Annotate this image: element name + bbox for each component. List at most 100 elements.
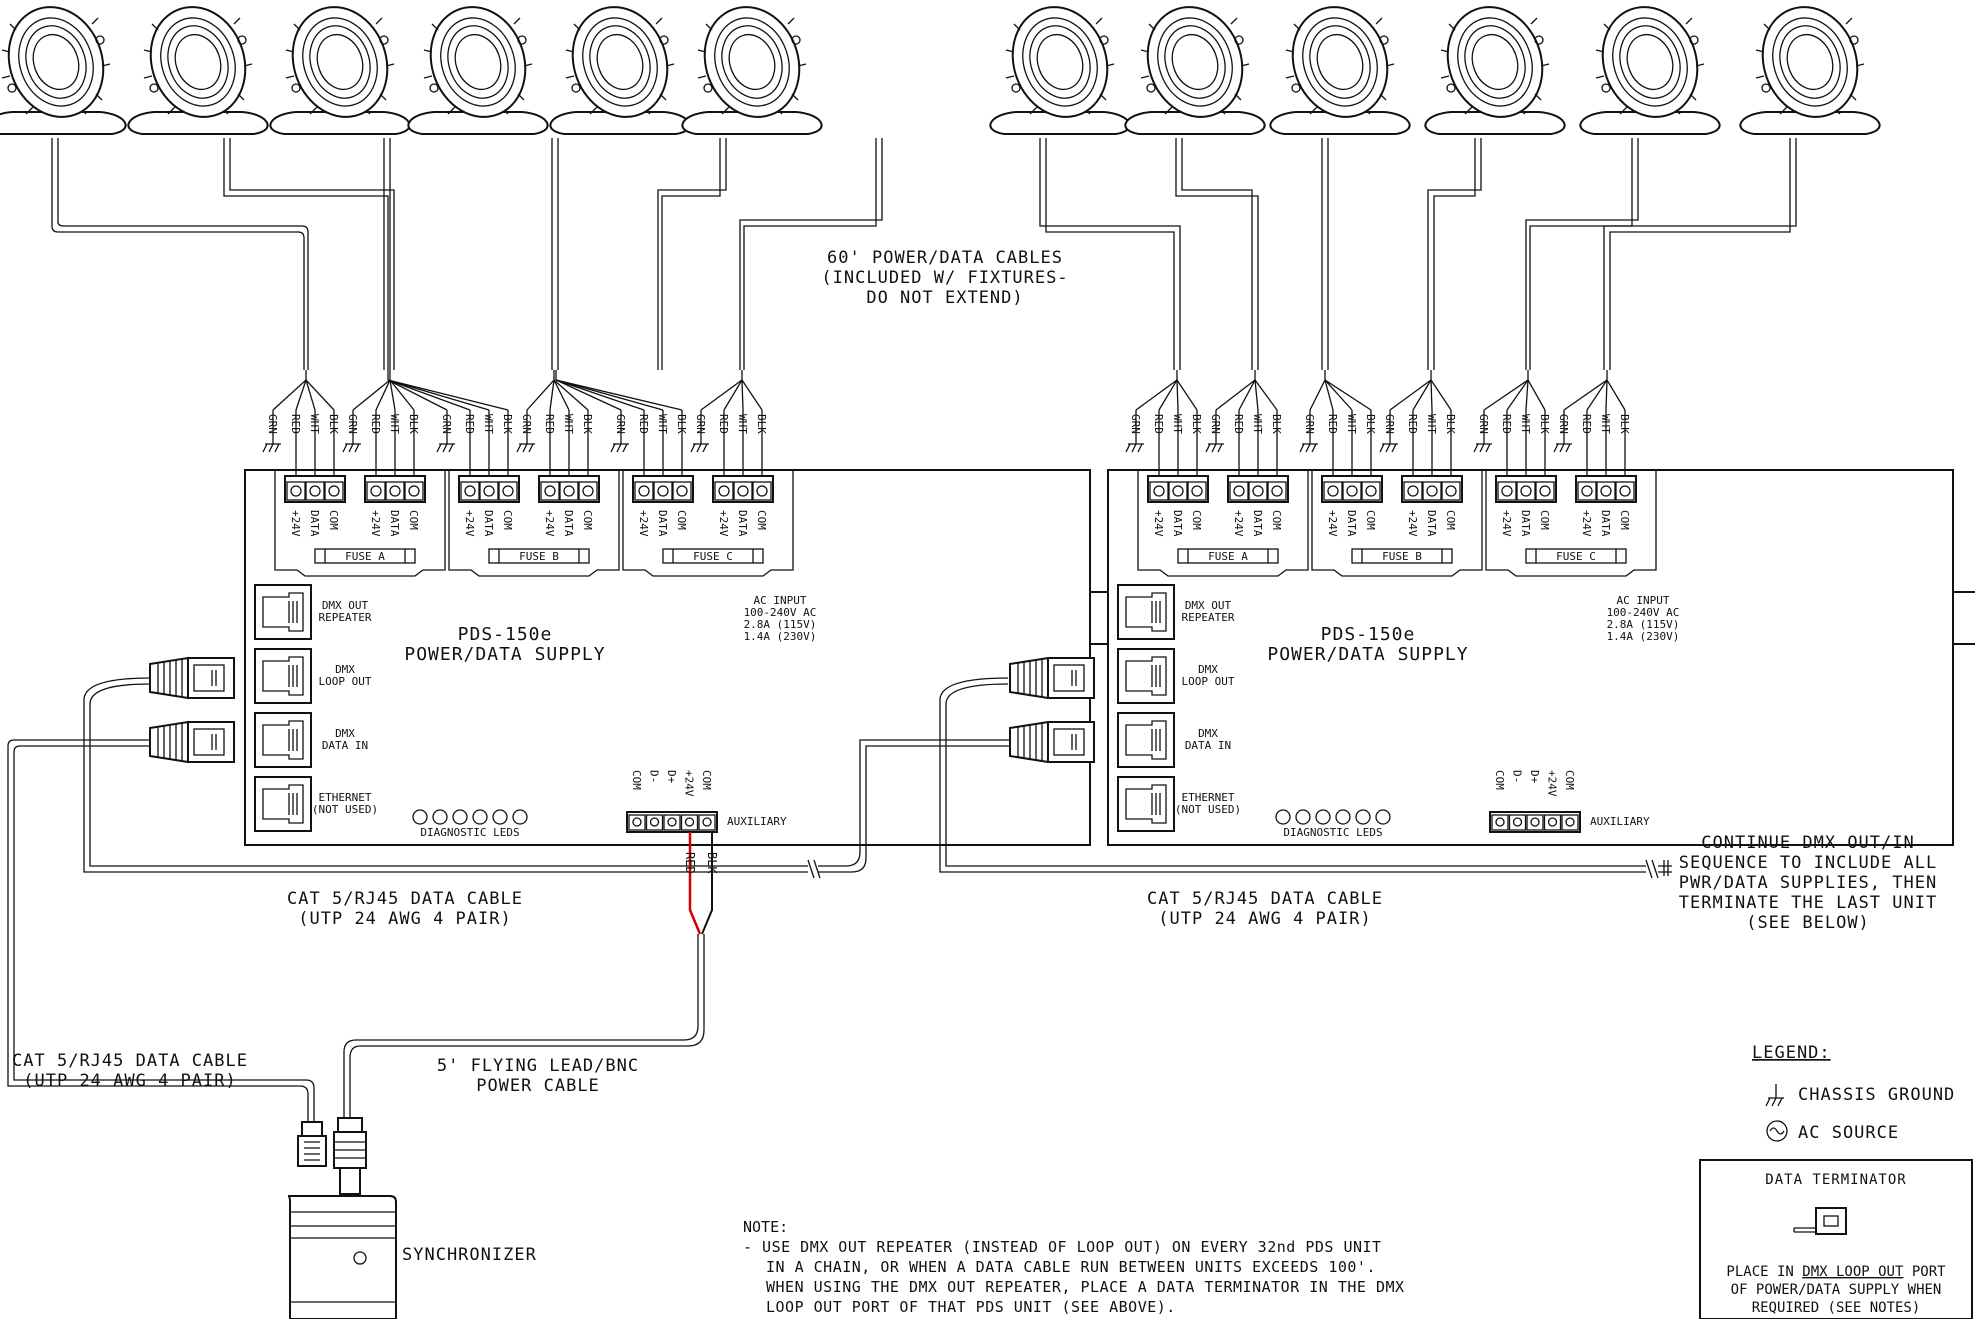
fuse-section	[274, 470, 446, 577]
wire	[305, 379, 316, 411]
svg-text:(UTP 24 AWG 4 PAIR): (UTP 24 AWG 4 PAIR)	[23, 1071, 236, 1091]
wire	[389, 379, 396, 411]
supply-model: PDS-150e	[458, 624, 553, 645]
svg-text:LEGEND:: LEGEND:	[1752, 1043, 1831, 1063]
wire-label: GRN	[520, 414, 533, 434]
wire-label: RED	[463, 414, 476, 434]
diagnostic-leds-label: DIAGNOSTIC LEDS	[1283, 826, 1382, 839]
terminal-label: COM	[501, 510, 514, 530]
svg-text:OF POWER/DATA SUPPLY WHEN: OF POWER/DATA SUPPLY WHEN	[1731, 1282, 1942, 1298]
ac-input-label: 2.8A (115V)	[744, 618, 817, 631]
svg-text:60' POWER/DATA CABLES: 60' POWER/DATA CABLES	[827, 248, 1063, 268]
terminal-label: COM	[1444, 510, 1457, 530]
terminal-label: DATA	[1345, 510, 1358, 537]
terminal-label: COM	[1538, 510, 1551, 530]
data-cable-label-1: CAT 5/RJ45 DATA CABLE (UTP 24 AWG 4 PAIR…	[287, 889, 522, 929]
continue-note: CONTINUE DMX OUT/IN SEQUENCE TO INCLUDE …	[1679, 833, 1936, 933]
terminal-label: +24V	[289, 510, 302, 537]
terminal-label: DATA	[1425, 510, 1438, 537]
wire-label: BLK	[407, 414, 420, 434]
aux-terminal-label: COM	[700, 770, 713, 790]
wire-label: BLK	[1618, 414, 1631, 434]
svg-text:POWER CABLE: POWER CABLE	[476, 1076, 600, 1096]
fixture-10	[1424, 0, 1566, 135]
fixture-6	[681, 0, 823, 135]
aux-terminal-label: COM	[630, 770, 643, 790]
terminal-label: COM	[755, 510, 768, 530]
ac-input-label: AC INPUT	[1617, 594, 1670, 607]
wire-label: GRN	[1129, 414, 1142, 434]
aux-terminal-label: D+	[1528, 770, 1541, 784]
wire	[387, 379, 471, 411]
diagnostic-led	[1315, 809, 1331, 825]
wire-label: WHT	[1599, 414, 1612, 434]
wire-label: WHT	[308, 414, 321, 434]
rj45-plug-loop-out-1	[149, 657, 235, 699]
aux-terminal-label: D-	[648, 770, 661, 783]
wire-label: BLK	[1364, 414, 1377, 434]
svg-text:IN A CHAIN, OR WHEN A DATA CAB: IN A CHAIN, OR WHEN A DATA CABLE RUN BET…	[766, 1258, 1376, 1276]
svg-text:DO NOT EXTEND): DO NOT EXTEND)	[866, 288, 1023, 308]
terminal-block	[632, 475, 694, 503]
wire	[741, 379, 763, 411]
terminal-block	[1495, 475, 1557, 503]
cable-note: 60' POWER/DATA CABLES (INCLUDED W/ FIXTU…	[821, 248, 1068, 308]
data-cable-label-2: CAT 5/RJ45 DATA CABLE (UTP 24 AWG 4 PAIR…	[1147, 889, 1382, 929]
wire-label: WHT	[1519, 414, 1532, 434]
dmx-loop-out-port-label: DMX	[1198, 663, 1218, 676]
wire	[700, 379, 743, 411]
rj45-plug-loop-out-2	[1009, 657, 1095, 699]
dmx-loop-out-port-label: DMX	[335, 663, 355, 676]
aux-terminal-label: COM	[1493, 770, 1506, 790]
wire-label: BLK	[755, 414, 768, 434]
wire-label: GRN	[614, 414, 627, 434]
wire	[555, 379, 645, 411]
wire	[1527, 379, 1546, 411]
terminal-block	[1321, 475, 1383, 503]
dmx-data-in-port	[254, 712, 312, 768]
diagnostic-led	[512, 809, 528, 825]
auxiliary-terminal	[626, 811, 718, 833]
dmx-out-repeater-port	[1117, 584, 1175, 640]
svg-text:RED: RED	[683, 852, 697, 874]
wire-label: WHT	[388, 414, 401, 434]
wire-label: BLK	[1270, 414, 1283, 434]
fuse-section	[1485, 470, 1657, 577]
wire	[1324, 379, 1372, 411]
aux-terminal-label: +24V	[1546, 770, 1559, 797]
terminal-label: DATA	[482, 510, 495, 537]
diagnostic-led	[492, 809, 508, 825]
dmx-cables	[7, 677, 1672, 1122]
wire-label: GRN	[1303, 414, 1316, 434]
dmx-data-in-port	[1117, 712, 1175, 768]
terminal-label: DATA	[308, 510, 321, 537]
legend: LEGEND: CHASSIS GROUND AC SOURCE	[1752, 1043, 1954, 1143]
terminal-label: +24V	[463, 510, 476, 537]
fuse-section	[622, 470, 794, 577]
terminal-label: DATA	[656, 510, 669, 537]
wire-label: RED	[637, 414, 650, 434]
svg-text:CAT 5/RJ45 DATA CABLE: CAT 5/RJ45 DATA CABLE	[12, 1051, 248, 1071]
diagnostic-led	[452, 809, 468, 825]
fixture-2	[127, 0, 269, 135]
wire-label: GRN	[1209, 414, 1222, 434]
fuse-section	[1137, 470, 1309, 577]
dmx-loop-out-port	[254, 648, 312, 704]
ac-inlet	[1952, 591, 1975, 645]
dmx-loop-out-port-label: LOOP OUT	[1182, 675, 1235, 688]
wire	[1430, 379, 1452, 411]
wire	[1238, 379, 1256, 411]
dmx-data-in-port-label: DATA IN	[322, 739, 368, 752]
svg-text:(INCLUDED W/ FIXTURES-: (INCLUDED W/ FIXTURES-	[821, 268, 1068, 288]
fuse-label: FUSE A	[345, 550, 385, 563]
wire-label: WHT	[1171, 414, 1184, 434]
ac-input-label: 1.4A (230V)	[744, 630, 817, 643]
dmx-loop-out-port	[1117, 648, 1175, 704]
terminal-label: COM	[327, 510, 340, 530]
diagnostic-led	[472, 809, 488, 825]
fuse-label: FUSE B	[1382, 550, 1422, 563]
diagnostic-led	[412, 809, 428, 825]
flying-lead-cable: RED BLK	[343, 832, 719, 1118]
svg-text:WHEN USING THE DMX OUT REPEATE: WHEN USING THE DMX OUT REPEATER, PLACE A…	[766, 1278, 1405, 1296]
fuse-label-box	[1525, 548, 1627, 564]
